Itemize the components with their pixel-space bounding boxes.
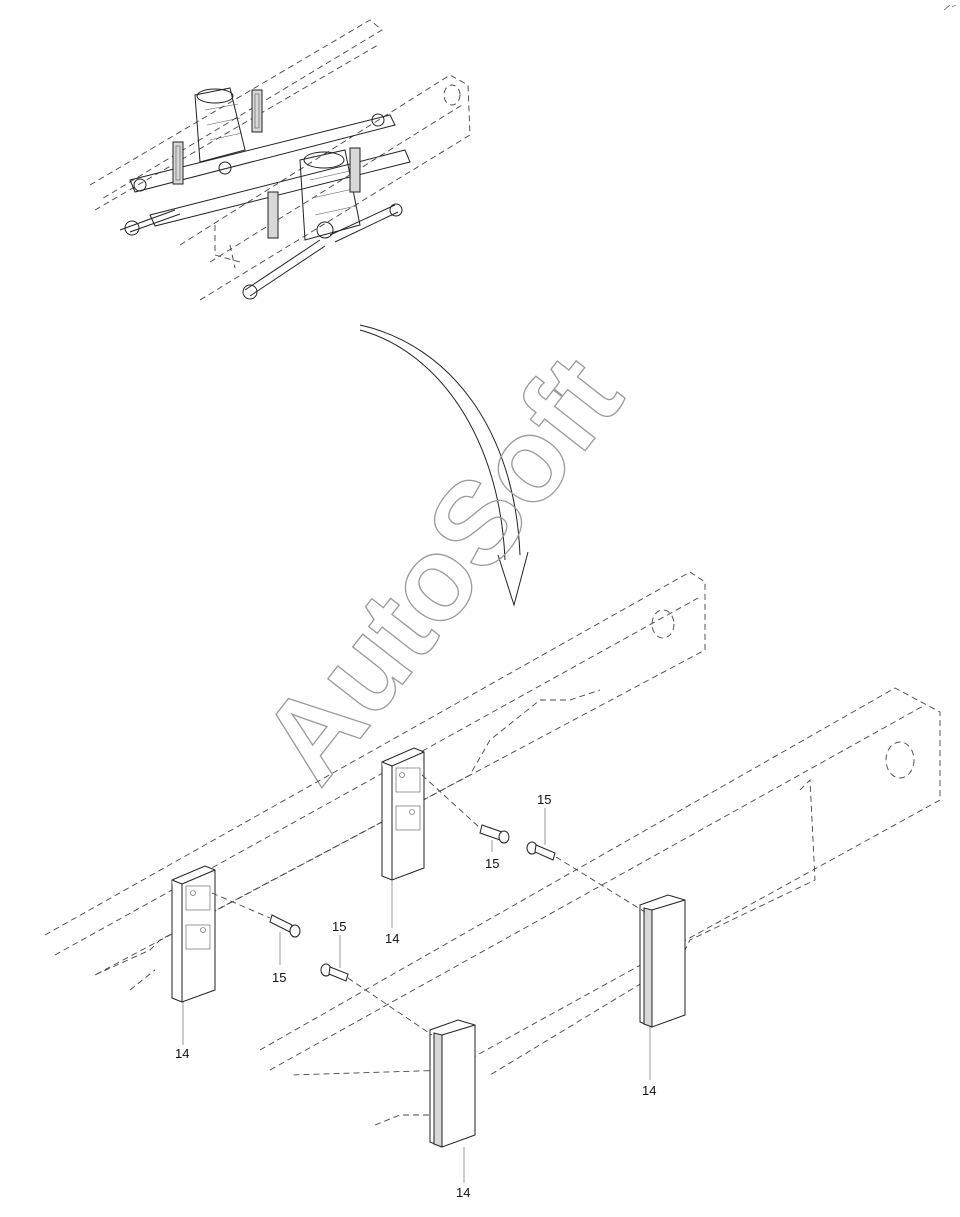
leader-lines [182,808,651,1183]
overview-assembly [89,19,471,301]
callout-14: 14 [642,1083,656,1098]
corner-mark [943,4,957,11]
callout-15: 15 [485,856,499,871]
callout-15: 15 [272,970,286,985]
callout-14: 14 [385,931,399,946]
watermark: AutoSoft [236,332,647,806]
callout-15: 15 [537,792,551,807]
spacer-14-right [639,894,686,1028]
spacer-14-left [171,865,216,1003]
bolt-15-c [526,841,556,861]
bolt-15-d [320,963,349,982]
frame-rails [44,571,941,1126]
alignment-lines [211,774,646,1036]
detail-arrow [359,324,529,607]
callout-14: 14 [175,1046,189,1061]
bolt-15-b [479,824,510,844]
callout-15: 15 [332,919,346,934]
spacer-14-bottom [429,1019,476,1148]
callout-14: 14 [456,1185,470,1200]
bolt-15-a [269,914,301,938]
spacer-14-middle [381,747,425,881]
